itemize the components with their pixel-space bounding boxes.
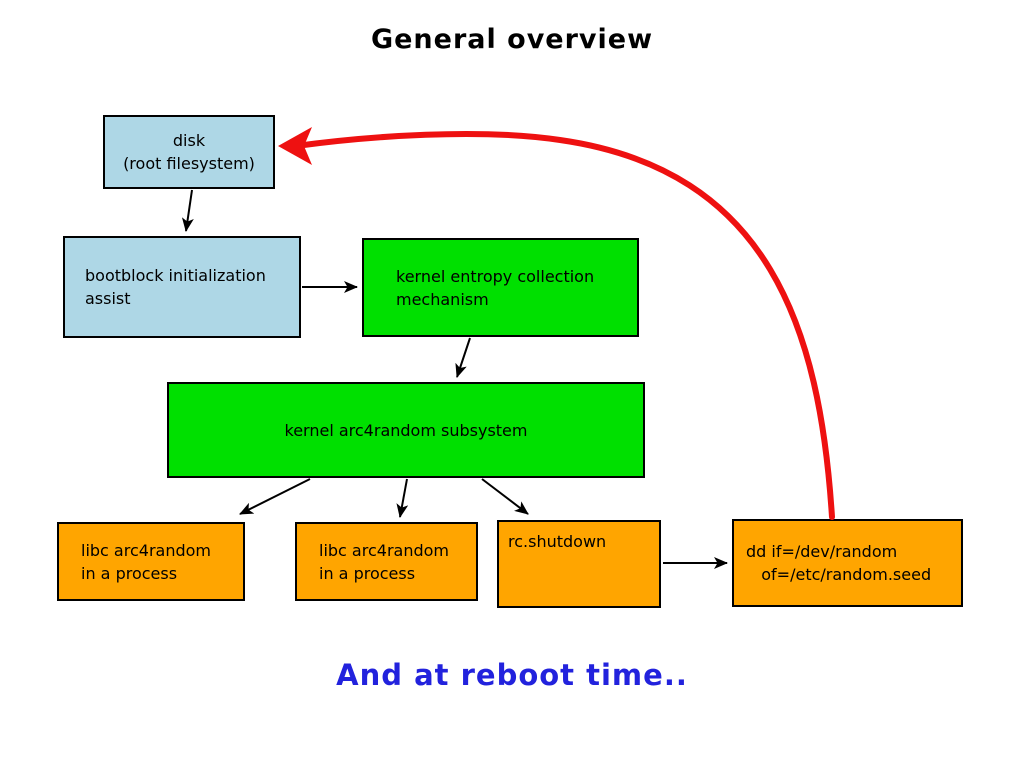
libc-arc4random-box-2: libc arc4random in a process [295, 522, 478, 601]
red-reboot-arrowhead [278, 127, 312, 165]
kernel-arc4random-box: kernel arc4random subsystem [167, 382, 645, 478]
arrow-entropy-to-arc4 [455, 337, 471, 378]
reboot-note: And at reboot time.. [336, 658, 688, 692]
rc-shutdown-box: rc.shutdown [497, 520, 661, 608]
arrow-disk-to-bootblock [181, 189, 194, 232]
arrow-arc4-to-libc1 [239, 478, 311, 515]
arrow-arc4-to-libc2 [396, 478, 409, 518]
page-title: General overview [370, 24, 654, 55]
arrow-arc4-to-rcshutdown [481, 478, 529, 515]
kernel-entropy-box: kernel entropy collection mechanism [362, 238, 639, 337]
bootblock-init-box: bootblock initialization assist [63, 236, 301, 338]
dd-random-seed-box: dd if=/dev/random of=/etc/random.seed [732, 519, 963, 607]
libc-arc4random-box-1: libc arc4random in a process [57, 522, 245, 601]
disk-box: disk (root filesystem) [103, 115, 275, 189]
